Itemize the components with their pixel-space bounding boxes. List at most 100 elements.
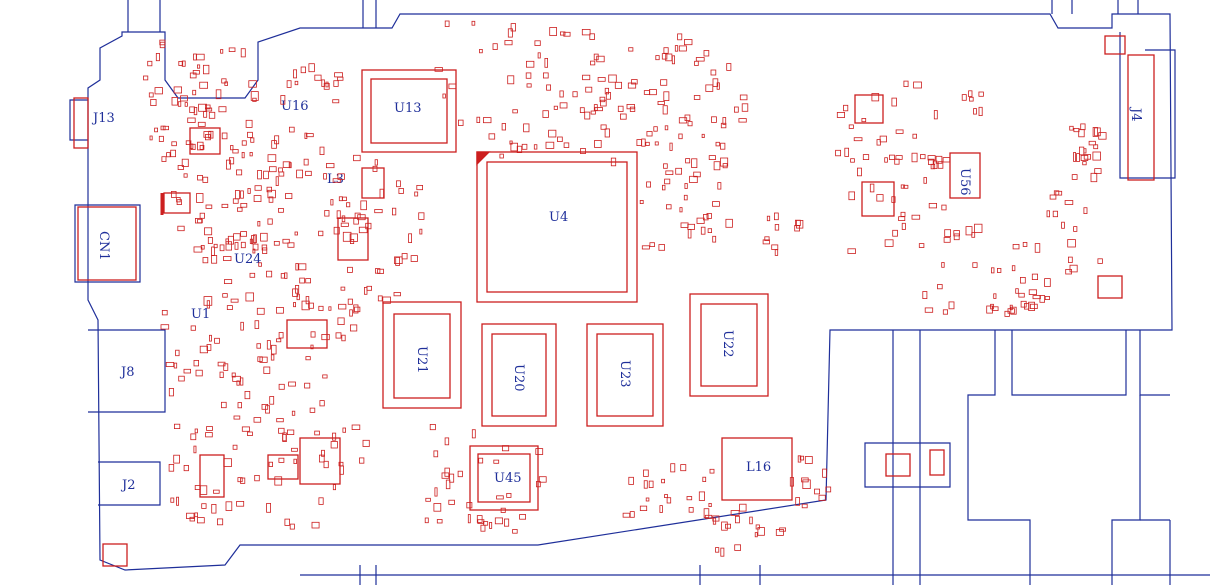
passive-pad — [206, 426, 213, 431]
passive-pad — [232, 198, 239, 204]
passive-pad — [323, 460, 329, 469]
passive-pad — [193, 445, 197, 454]
passive-pad — [249, 151, 253, 157]
passive-pad — [680, 464, 687, 472]
passive-pad — [292, 288, 299, 297]
passive-pad — [252, 248, 256, 254]
passive-pad — [563, 31, 571, 37]
passive-pad — [353, 304, 359, 314]
passive-pad — [253, 417, 262, 423]
passive-pad — [269, 166, 277, 173]
passive-pad — [150, 99, 157, 107]
passive-pad — [1044, 295, 1050, 300]
passive-pad — [173, 86, 183, 94]
passive-pad — [683, 194, 688, 201]
passive-pad — [293, 458, 297, 465]
passive-pad — [232, 444, 238, 450]
passive-pad — [1073, 127, 1080, 133]
passive-pad — [318, 305, 324, 311]
passive-pad — [177, 225, 185, 232]
passive-pad — [696, 217, 705, 224]
passive-pad — [288, 381, 296, 387]
passive-pad — [393, 292, 401, 297]
passive-pad — [249, 272, 256, 278]
passive-pad — [197, 218, 203, 224]
passive-pad — [503, 518, 510, 527]
passive-pad — [349, 309, 353, 317]
passive-pad — [657, 101, 665, 106]
passive-pad — [433, 450, 439, 458]
passive-pad — [1083, 148, 1087, 154]
passive-pad — [176, 197, 181, 203]
passive-pad — [526, 83, 532, 88]
passive-pad — [660, 79, 668, 86]
passive-pad — [158, 135, 164, 142]
passive-pad — [341, 215, 346, 223]
passive-pad — [978, 91, 984, 97]
passive-pad — [544, 58, 549, 68]
passive-pad — [236, 380, 240, 386]
passive-pad — [499, 153, 504, 159]
passive-pad — [175, 349, 180, 357]
passive-pad — [227, 235, 235, 245]
passive-pad — [366, 285, 372, 291]
passive-pad — [891, 196, 896, 203]
passive-pad — [722, 117, 727, 125]
passive-pad — [395, 256, 401, 266]
passive-pad — [802, 479, 811, 489]
passive-pad — [270, 354, 275, 361]
passive-pad — [582, 74, 591, 81]
passive-pad — [332, 178, 341, 183]
passive-pad — [162, 125, 169, 131]
passive-pad — [869, 183, 875, 193]
passive-pad — [196, 53, 205, 61]
passive-pad — [593, 104, 598, 111]
passive-pad — [284, 518, 290, 526]
passive-pad — [448, 83, 457, 90]
passive-pad — [429, 423, 436, 431]
passive-pad — [762, 239, 770, 245]
passive-pad — [594, 139, 602, 148]
passive-pad — [160, 324, 170, 330]
passive-pad — [857, 167, 862, 177]
passive-pad — [340, 222, 349, 227]
passive-pad — [351, 424, 361, 430]
passive-pad — [448, 499, 455, 505]
passive-pad — [700, 226, 706, 235]
passive-pad — [223, 458, 232, 467]
passive-pad — [228, 157, 235, 165]
passive-pad — [254, 474, 260, 482]
passive-pad — [205, 432, 213, 438]
passive-pad — [377, 295, 383, 302]
passive-pad — [240, 231, 248, 237]
passive-pad — [308, 302, 314, 309]
passive-pad — [774, 212, 779, 221]
passive-pad — [971, 231, 976, 238]
passive-pad — [662, 184, 666, 191]
passive-pad — [1082, 161, 1087, 166]
passive-pad — [675, 167, 683, 175]
passive-pad — [149, 135, 153, 141]
label-U21: U21 — [414, 346, 429, 374]
passive-pad — [372, 165, 378, 172]
passive-pad — [275, 176, 279, 186]
passive-pad — [252, 243, 259, 251]
passive-pad — [305, 356, 311, 361]
passive-pad — [342, 231, 352, 242]
passive-pad — [401, 253, 408, 260]
passive-pad — [844, 147, 849, 157]
label-U24: U24 — [234, 252, 262, 267]
passive-pad — [349, 233, 358, 242]
passive-pad — [509, 140, 513, 145]
passive-pad — [318, 497, 324, 505]
passive-pad — [173, 423, 181, 430]
passive-pad — [293, 69, 297, 79]
passive-pad — [365, 222, 372, 230]
passive-pad — [276, 418, 284, 423]
passive-pad — [161, 309, 168, 316]
passive-pad — [1055, 190, 1063, 196]
passive-pad — [1011, 265, 1016, 272]
passive-pad — [278, 332, 284, 339]
passive-pad — [861, 118, 867, 123]
passive-pad — [941, 204, 947, 211]
